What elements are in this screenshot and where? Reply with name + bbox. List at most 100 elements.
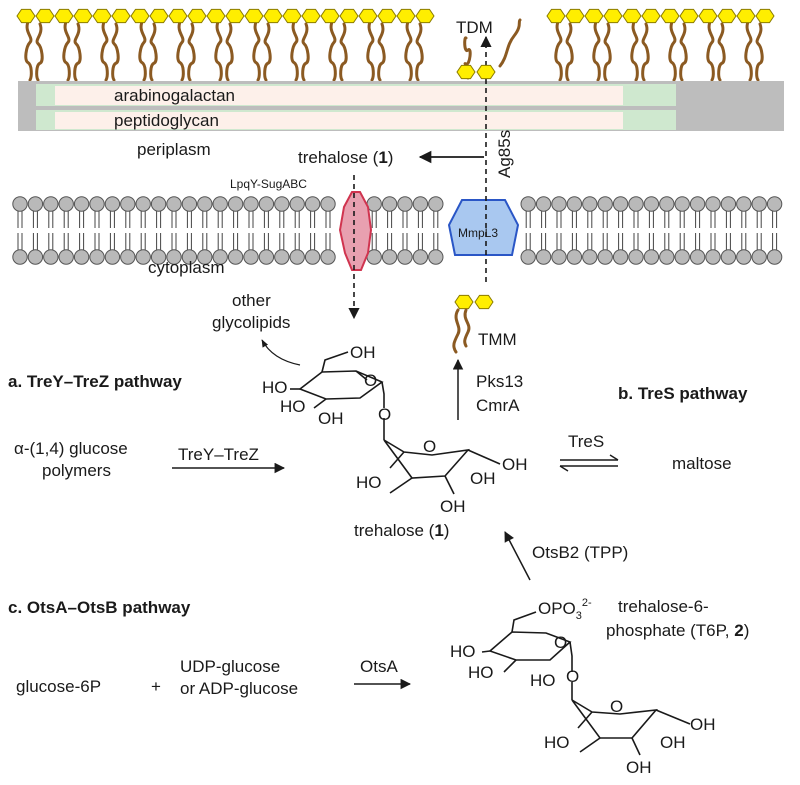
mycolate-unit	[698, 8, 737, 82]
mycolate-chain	[138, 20, 147, 82]
mycolate-unit	[168, 8, 207, 82]
maltose-label: maltose	[672, 454, 732, 473]
lipid-head-icon	[166, 249, 182, 265]
tre-oh-3: OH	[318, 409, 344, 428]
phospholipid	[766, 196, 783, 265]
phospholipid	[428, 196, 444, 265]
lipid-head-icon	[628, 249, 644, 265]
trehalose-hexagon-icon	[16, 8, 36, 24]
mycolate-chain	[187, 22, 196, 82]
lipid-head-icon	[27, 196, 44, 212]
mycolate-chain	[111, 22, 120, 82]
phospholipid	[181, 196, 198, 265]
trehalose-label: trehalose (1)	[354, 521, 449, 540]
lipid-head-icon	[320, 196, 336, 212]
phospholipid	[104, 196, 121, 265]
other-glycolipids-line1: other	[232, 291, 271, 310]
lipid-head-icon	[551, 196, 567, 212]
trehalose-hexagon-icon	[92, 8, 112, 24]
lipid-head-icon	[104, 249, 121, 265]
t6p-oh-right2: OH	[660, 733, 686, 752]
otsa-label: OtsA	[360, 657, 398, 676]
mycolate-chain	[452, 308, 461, 354]
mycolate-chain	[641, 22, 650, 82]
mycolate-chain	[706, 20, 715, 82]
phospholipid	[58, 196, 74, 265]
mycolate-chain	[679, 22, 688, 82]
pathway-c-title: c. OtsA–OtsB pathway	[8, 598, 191, 617]
lipid-head-icon	[212, 196, 228, 212]
phospholipid	[27, 196, 44, 265]
mycolate-chain	[100, 20, 109, 82]
trehalose-hexagon-icon	[130, 8, 150, 24]
lipid-head-icon	[289, 249, 305, 265]
lipid-head-icon	[181, 196, 198, 212]
lpqy-label: LpqY-SugABC	[230, 177, 307, 191]
lipid-head-icon	[397, 196, 413, 212]
phospholipid	[366, 196, 382, 265]
tres-enzyme-label: TreS	[568, 432, 604, 451]
lipid-head-icon	[705, 249, 721, 265]
tre-ho-left: HO	[356, 473, 382, 492]
trehalose-hexagon-icon	[474, 294, 494, 310]
tre-ho-1: HO	[262, 378, 288, 397]
phospholipid	[320, 196, 336, 265]
udp-glucose-line1: UDP-glucose	[180, 657, 280, 676]
mycolate-chain	[263, 22, 272, 82]
mycolate-chain	[176, 20, 185, 82]
treyz-enzyme-label: TreY–TreZ	[178, 445, 259, 464]
lipid-head-icon	[535, 249, 552, 265]
lipid-head-icon	[304, 249, 321, 265]
phospholipid	[166, 196, 182, 265]
t6p-structure	[481, 611, 691, 756]
tmm-molecule	[452, 294, 494, 354]
mycolate-unit	[92, 8, 131, 82]
lipid-head-icon	[705, 196, 721, 212]
mycolate-unit	[206, 8, 245, 82]
pks13-label: Pks13	[476, 372, 523, 391]
trehalose-hexagon-icon	[698, 8, 718, 24]
phospholipid	[535, 196, 552, 265]
mycolate-chain	[301, 22, 310, 82]
mycolate-chain	[252, 20, 261, 82]
t6p-ring-o-top: O	[554, 633, 567, 652]
t6p-oh-bottom: OH	[626, 758, 652, 777]
ag85-label: Ag85s	[495, 130, 514, 178]
lipid-head-icon	[612, 196, 629, 212]
lipid-head-icon	[120, 196, 136, 212]
trehalose-hexagon-icon	[73, 8, 93, 24]
mycolate-chain	[339, 22, 348, 82]
trehalose-hexagon-icon	[565, 8, 585, 24]
lipid-head-icon	[566, 249, 583, 265]
lipid-head-icon	[73, 196, 90, 212]
mycolate-chain	[565, 22, 574, 82]
pathway-b-title: b. TreS pathway	[618, 384, 748, 403]
lipid-head-icon	[582, 196, 598, 212]
lipid-head-icon	[674, 196, 690, 212]
lipid-head-icon	[643, 249, 660, 265]
trehalose-hexagon-icon	[584, 8, 604, 24]
trehalose-hexagon-icon	[320, 8, 340, 24]
mycolate-unit	[320, 8, 359, 82]
lipid-head-icon	[720, 249, 737, 265]
lipid-head-icon	[73, 249, 90, 265]
lipid-head-icon	[689, 249, 706, 265]
mycolate-unit	[16, 8, 55, 82]
lipid-head-icon	[751, 196, 767, 212]
trehalose-hexagon-icon	[415, 8, 435, 24]
phospholipid	[258, 196, 275, 265]
phospholipid	[412, 196, 429, 265]
lipid-head-icon	[766, 196, 783, 212]
phospholipid	[751, 196, 767, 265]
phospholipid	[612, 196, 629, 265]
phospholipid	[566, 196, 583, 265]
mycolate-chain	[24, 20, 33, 82]
lipid-head-icon	[227, 249, 244, 265]
mycolate-chain	[62, 20, 71, 82]
other-glycolipids-arrow	[261, 339, 301, 366]
trehalose-hexagon-icon	[377, 8, 397, 24]
lipid-head-icon	[320, 249, 336, 265]
lipid-head-icon	[58, 249, 74, 265]
lipid-head-icon	[520, 196, 536, 212]
